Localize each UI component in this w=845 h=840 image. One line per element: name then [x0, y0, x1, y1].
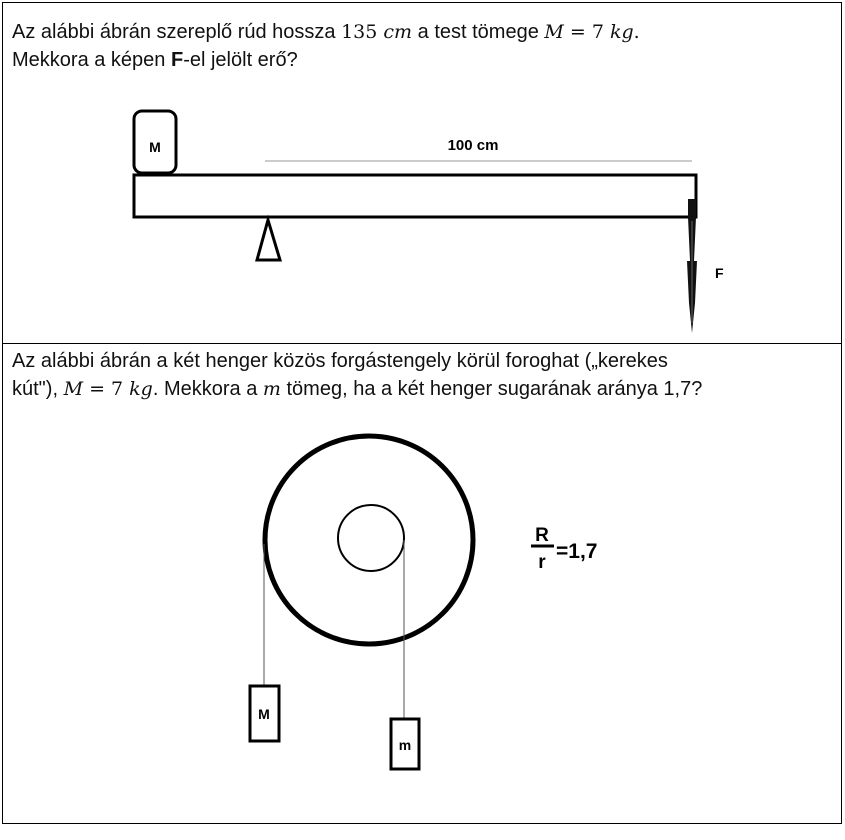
mass-block-M: [132, 109, 178, 175]
distance-label: 100 cm: [448, 137, 499, 154]
pivot-triangle: [255, 214, 283, 262]
mass-block-m: [389, 717, 421, 771]
lever-diagram: M 100 cm F: [132, 109, 724, 333]
problem-1-line-1: Az alábbi ábrán szereplő rúd hossza 135 …: [12, 21, 640, 43]
mass-M-label: M: [258, 706, 270, 722]
force-arrow: [687, 199, 697, 333]
mass-block-label: M: [149, 139, 161, 155]
mass-value-2: M = 7 kg: [63, 378, 153, 400]
problem-1-line-2: Mekkora a képen F-el jelölt erő?: [12, 49, 298, 71]
radius-ratio: R r =1,7: [531, 525, 597, 573]
small-cylinder: [337, 504, 405, 572]
problem-2-cell: Az alábbi ábrán a két henger közös forgá…: [3, 344, 841, 823]
ratio-numerator: R: [535, 525, 549, 546]
mass-value: M = 7 kg.: [544, 21, 640, 43]
problem-1-text: Az alábbi ábrán szereplő rúd hossza 135 …: [12, 18, 640, 74]
ratio-denominator: r: [538, 552, 546, 573]
problem-2-line-2: kút"), M = 7 kg. Mekkora a m tömeg, ha a…: [12, 378, 703, 400]
ratio-value: =1,7: [556, 540, 597, 563]
mass-m-label: m: [399, 737, 411, 753]
problem-2-text: Az alábbi ábrán a két henger közös forgá…: [12, 347, 702, 403]
rod: [132, 173, 698, 219]
mass-block-M: [248, 684, 281, 743]
wheel-axle-diagram: M m R r =1,7: [248, 433, 597, 771]
problem-2-line-1: Az alábbi ábrán a két henger közös forgá…: [12, 350, 668, 372]
force-label: F: [715, 265, 724, 281]
rod-length: 135 cm: [341, 21, 413, 43]
problem-1-cell: Az alábbi ábrán szereplő rúd hossza 135 …: [3, 3, 841, 344]
worksheet-table: Az alábbi ábrán szereplő rúd hossza 135 …: [2, 2, 842, 824]
